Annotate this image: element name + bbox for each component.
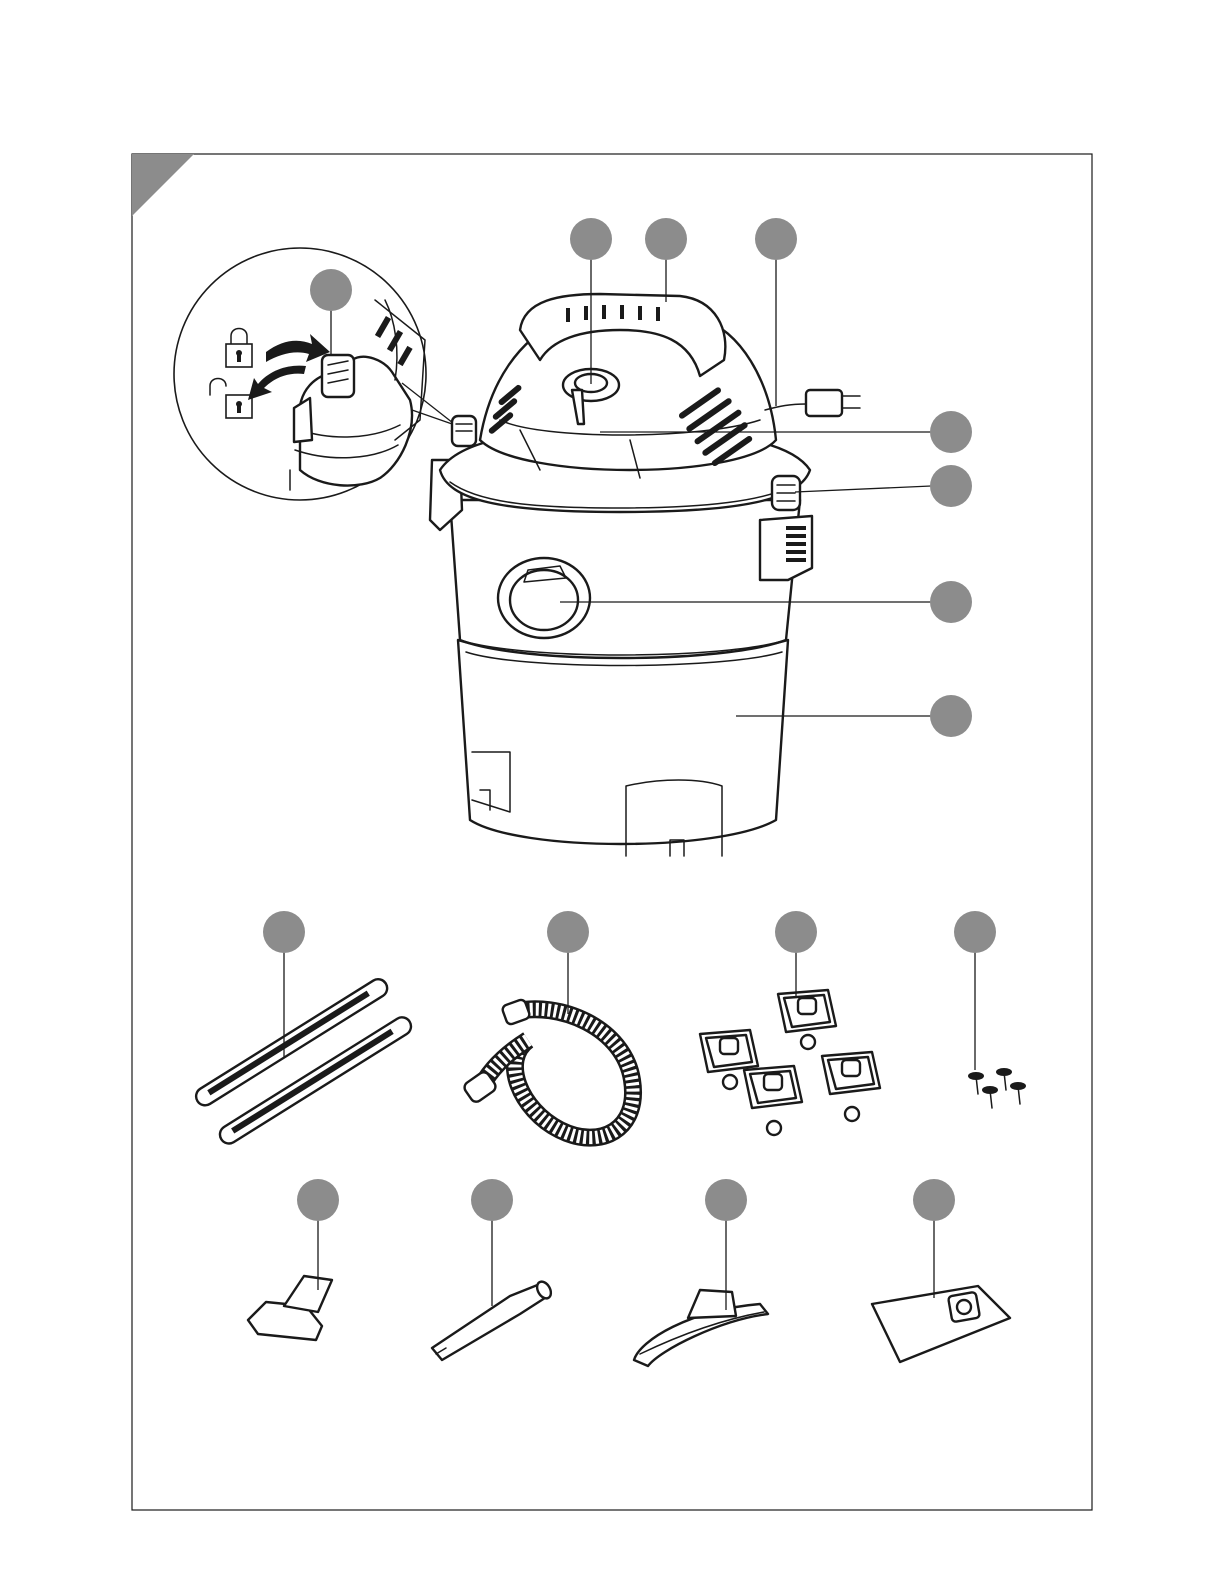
screws: [968, 1068, 1026, 1108]
casters: [700, 990, 880, 1135]
callout-right-1: [930, 411, 972, 453]
callout-hose: [547, 911, 589, 953]
callout-floor-nozzle: [297, 1179, 339, 1221]
filter-bag: [872, 1286, 1010, 1362]
callout-crevice-tool: [471, 1179, 513, 1221]
corner-tab: [132, 154, 194, 216]
wet-dry-vacuum: [430, 294, 860, 856]
callout-lock: [310, 269, 352, 311]
crevice-tool: [432, 1279, 554, 1360]
callout-wet-nozzle: [705, 1179, 747, 1221]
latch-left: [452, 416, 476, 446]
callout-tubes: [263, 911, 305, 953]
floor-nozzle: [248, 1276, 332, 1340]
callout-top-c: [755, 218, 797, 260]
callout-casters: [775, 911, 817, 953]
extension-tubes: [193, 976, 415, 1147]
callout-right-4: [930, 695, 972, 737]
flexible-hose: [462, 998, 633, 1137]
callout-screws: [954, 911, 996, 953]
callout-right-2: [930, 465, 972, 507]
callout-right-3: [930, 581, 972, 623]
callout-top-a: [570, 218, 612, 260]
power-cord-plug: [765, 390, 860, 416]
callout-filter-bag: [913, 1179, 955, 1221]
wet-nozzle: [634, 1290, 768, 1366]
suction-inlet: [498, 558, 590, 638]
callout-top-b: [645, 218, 687, 260]
latch-right: [772, 476, 800, 510]
